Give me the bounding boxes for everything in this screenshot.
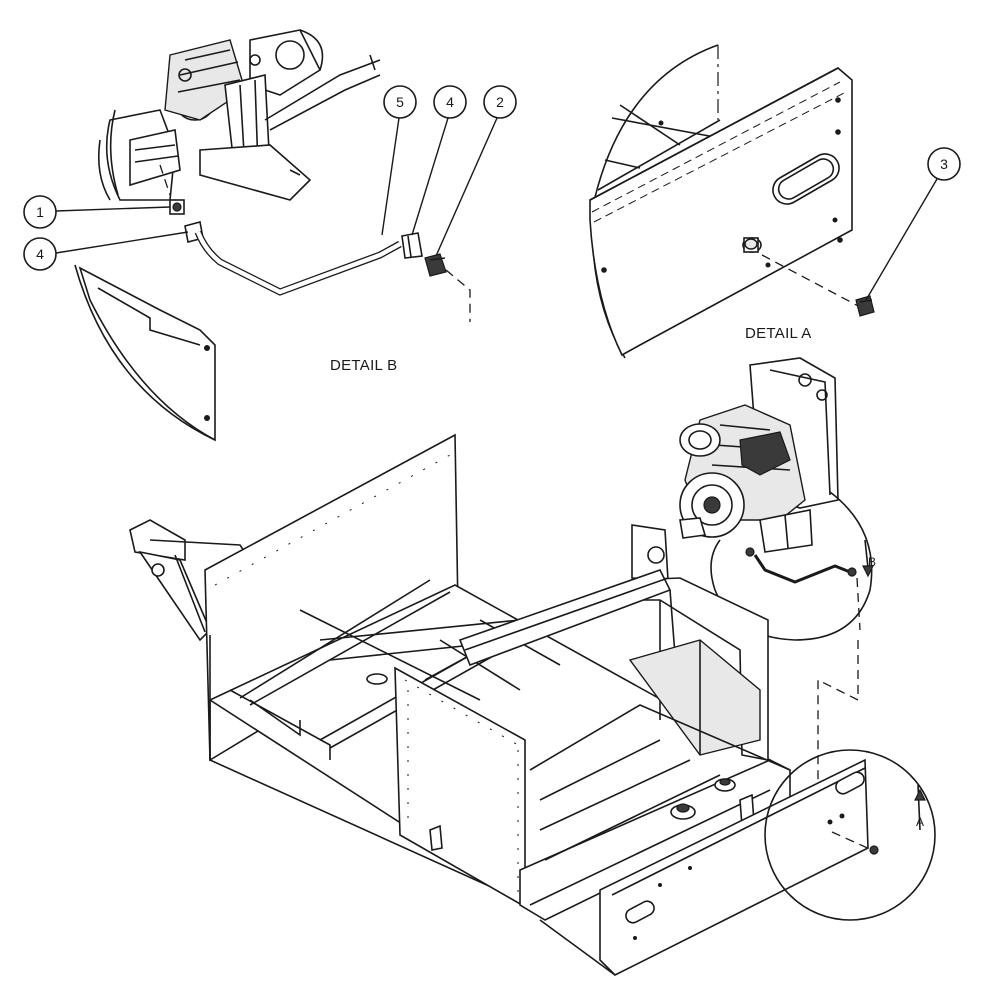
elbow-fitting-part-1 xyxy=(169,199,185,215)
leader-part-1 xyxy=(55,206,171,212)
balloon-label: 3 xyxy=(940,156,948,172)
detail-b-callout: B xyxy=(710,491,876,641)
detail-a-view: 3 xyxy=(589,44,961,359)
leader-part-2 xyxy=(435,117,498,257)
detail-b-title: DETAIL B xyxy=(330,357,398,374)
balloon-label: 5 xyxy=(396,94,404,110)
fuel-hose-inner xyxy=(195,231,402,295)
main-assembly: B xyxy=(129,357,936,976)
balloon-part-5: 5 xyxy=(383,85,417,119)
detail-a-callout: A xyxy=(764,749,936,921)
balloon-part-4-right: 4 xyxy=(433,85,467,119)
balloon-part-3: 3 xyxy=(927,147,961,181)
balloon-label: 2 xyxy=(496,94,504,110)
threaded-boss xyxy=(742,237,762,253)
balloon-part-2: 2 xyxy=(483,85,517,119)
fitting-part-2 xyxy=(424,253,447,277)
leader-part-4-left xyxy=(55,231,189,254)
balloon-label: 1 xyxy=(36,204,44,220)
engine xyxy=(679,357,839,553)
base-skid-edge xyxy=(539,919,616,976)
detail-b-view: 1 4 5 4 2 xyxy=(23,29,517,442)
detail-b-panel xyxy=(74,264,216,442)
leader-part-3 xyxy=(865,178,938,301)
detail-b-dashed-axis xyxy=(445,269,471,322)
view-marker-b: B xyxy=(868,555,876,569)
hose-clamp-right-part-4 xyxy=(401,232,423,259)
detail-b-engine-fragment xyxy=(97,29,381,201)
balloon-part-1: 1 xyxy=(23,195,57,229)
leader-part-5 xyxy=(381,117,400,236)
detail-a-title: DETAIL A xyxy=(745,325,812,342)
balloon-part-4-left: 4 xyxy=(23,237,57,271)
balloon-label: 4 xyxy=(446,94,454,110)
tow-tongue xyxy=(129,519,251,642)
detail-b-dashed-centerline xyxy=(159,164,171,196)
engine-mount-frame xyxy=(458,524,769,761)
view-marker-a: A xyxy=(916,815,924,829)
mounting-plate xyxy=(589,67,853,357)
engine-drop-dashed-line xyxy=(817,640,859,780)
leader-part-4-right xyxy=(411,117,449,236)
plug-part-3 xyxy=(855,295,875,317)
balloon-label: 4 xyxy=(36,246,44,262)
detail-a-dashed-axis xyxy=(761,254,863,309)
front-bumper-plate xyxy=(599,758,869,976)
mounting-slot xyxy=(772,153,840,205)
